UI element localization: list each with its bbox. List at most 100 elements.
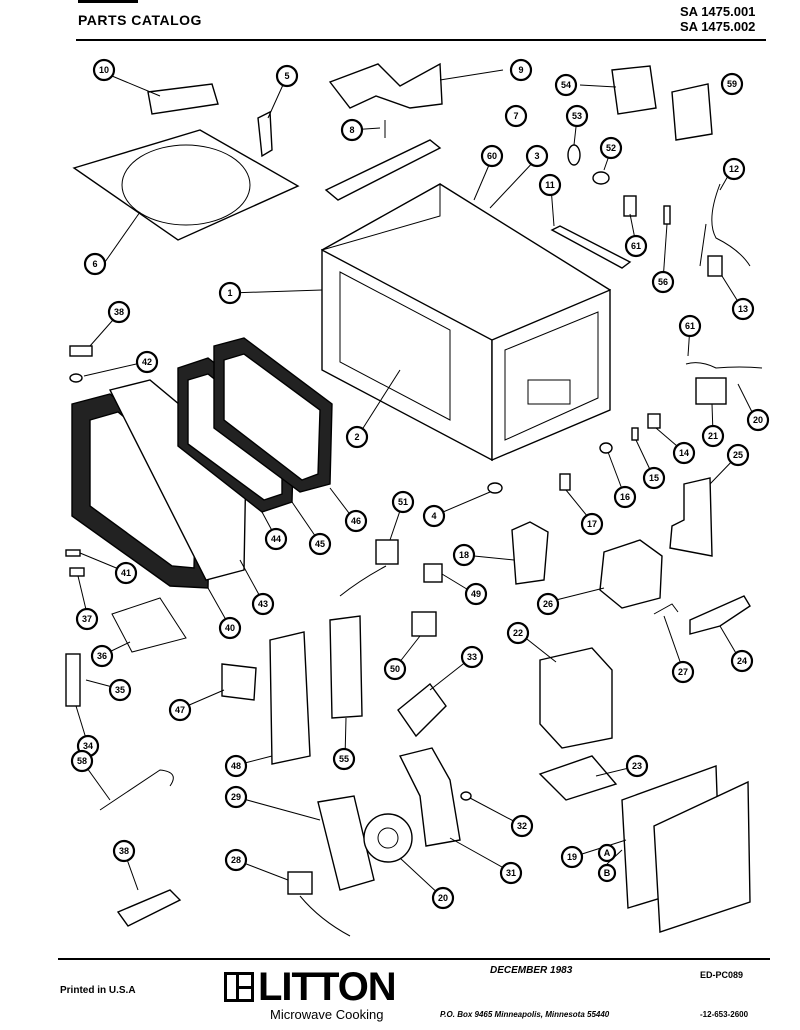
model-number-2: SA 1475.002 [680, 19, 756, 34]
svg-text:38: 38 [119, 846, 129, 856]
part-23-shape [538, 755, 618, 801]
part-41-shape [65, 549, 81, 557]
brand-subtitle: Microwave Cooking [270, 1007, 384, 1022]
part-17-shape [559, 473, 571, 491]
part-18-shape [511, 521, 549, 585]
callout-16: 16 [613, 485, 637, 509]
part-13-shape [707, 255, 723, 277]
svg-text:60: 60 [487, 151, 497, 161]
part-24-shape [689, 595, 751, 635]
callout-14: 14 [672, 441, 696, 465]
svg-text:54: 54 [561, 80, 571, 90]
callout-32: 32 [510, 814, 534, 838]
litton-logo-text: LITTON [258, 964, 397, 1009]
callout-19-b: B [597, 863, 617, 883]
callout-15: 15 [642, 466, 666, 490]
svg-text:28: 28 [231, 855, 241, 865]
svg-text:B: B [604, 868, 611, 878]
part-28-shape [287, 871, 313, 895]
callout-8: 8 [340, 118, 364, 142]
svg-text:15: 15 [649, 473, 659, 483]
part-9-shape [328, 62, 443, 109]
header-rule [76, 39, 766, 41]
svg-text:32: 32 [517, 821, 527, 831]
callout-51: 51 [391, 490, 415, 514]
part-21-shape [695, 377, 727, 405]
svg-text:42: 42 [142, 357, 152, 367]
part-53-shape [567, 144, 581, 166]
svg-text:31: 31 [506, 868, 516, 878]
litton-logo-mark-icon [224, 972, 254, 1002]
callout-5: 5 [275, 64, 299, 88]
svg-text:38: 38 [114, 307, 124, 317]
callout-46: 46 [344, 509, 368, 533]
callout-61: 61 [678, 314, 702, 338]
part-25-shape [669, 477, 713, 557]
part-26-shape [599, 539, 663, 609]
svg-text:50: 50 [390, 664, 400, 674]
part-42-shape [69, 373, 83, 383]
company-address: P.O. Box 9465 Minneapolis, Minnesota 554… [440, 1010, 610, 1019]
footer-rule [58, 958, 770, 960]
callout-59: 59 [720, 72, 744, 96]
svg-text:23: 23 [632, 761, 642, 771]
svg-text:29: 29 [231, 792, 241, 802]
part-29-shape [317, 795, 375, 891]
svg-text:44: 44 [271, 534, 281, 544]
svg-text:45: 45 [315, 539, 325, 549]
svg-text:2: 2 [354, 432, 359, 442]
svg-text:6: 6 [92, 259, 97, 269]
part-43-door-frame [108, 379, 247, 581]
svg-text:43: 43 [258, 599, 268, 609]
callout-54: 54 [554, 73, 578, 97]
document-number: ED-PC089 [700, 970, 744, 980]
part-5-shape [257, 110, 273, 158]
svg-text:17: 17 [587, 519, 597, 529]
callout-18: 18 [452, 543, 476, 567]
part-51-shape [375, 539, 399, 565]
svg-text:9: 9 [518, 65, 523, 75]
part-31-blower [398, 747, 461, 847]
callout-49: 49 [464, 582, 488, 606]
part-11-shape [550, 225, 632, 269]
part-37-shape [69, 567, 85, 577]
svg-text:48: 48 [231, 761, 241, 771]
company-phone: -12-653-2600 [700, 1010, 749, 1019]
callout-19-a: A [597, 843, 617, 863]
callout-10: 10 [92, 58, 116, 82]
callout-17: 17 [580, 512, 604, 536]
callout-41: 41 [114, 561, 138, 585]
litton-logo: LITTON [224, 964, 397, 1009]
callout-20: 20 [746, 408, 770, 432]
svg-text:11: 11 [545, 180, 555, 190]
callout-45: 45 [308, 532, 332, 556]
part-39-shape [116, 889, 182, 927]
callout-20-lower: 20 [431, 886, 455, 910]
svg-text:34: 34 [83, 741, 93, 751]
callout-42: 42 [135, 350, 159, 374]
part-15-shape [631, 427, 639, 441]
svg-text:36: 36 [97, 651, 107, 661]
callout-29: 29 [224, 785, 248, 809]
svg-text:53: 53 [572, 111, 582, 121]
callout-12: 12 [722, 157, 746, 181]
svg-text:18: 18 [459, 550, 469, 560]
svg-text:A: A [604, 848, 611, 858]
callout-23: 23 [625, 754, 649, 778]
callout-37: 37 [75, 607, 99, 631]
svg-text:16: 16 [620, 492, 630, 502]
svg-text:14: 14 [679, 448, 689, 458]
callout-47: 47 [168, 698, 192, 722]
callout-11: 11 [538, 173, 562, 197]
svg-text:10: 10 [99, 65, 109, 75]
callout-21: 21 [701, 424, 725, 448]
part-55-shape [329, 615, 363, 719]
part-22-shape [539, 647, 613, 749]
part-7-shape [324, 139, 442, 201]
svg-text:47: 47 [175, 705, 185, 715]
callout-50: 50 [383, 657, 407, 681]
svg-text:5: 5 [284, 71, 289, 81]
callout-56: 56 [651, 270, 675, 294]
svg-text:40: 40 [225, 623, 235, 633]
